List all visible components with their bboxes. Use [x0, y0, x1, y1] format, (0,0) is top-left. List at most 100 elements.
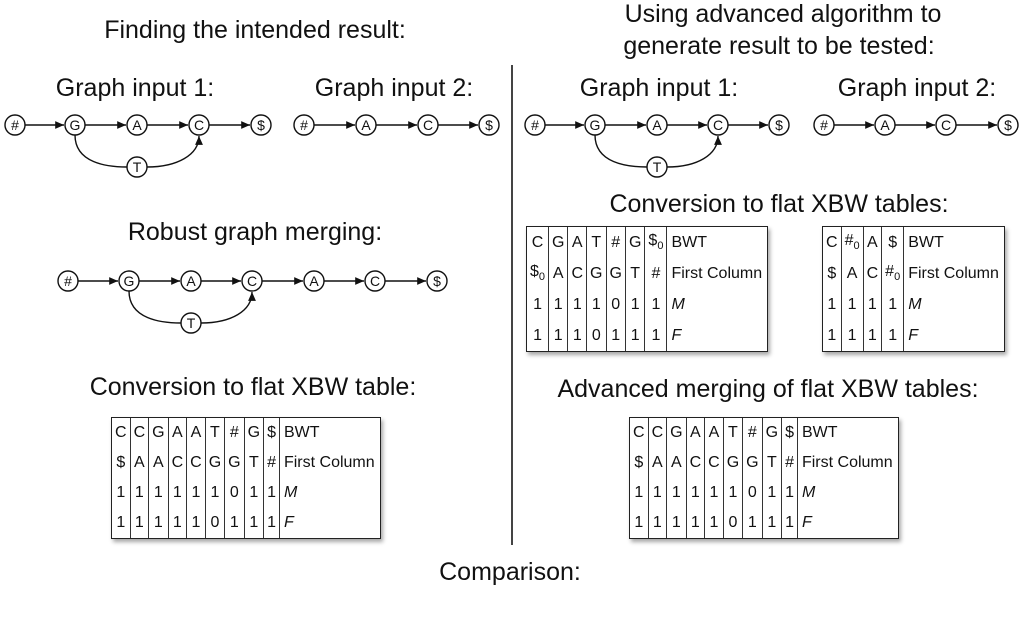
- table-cell: #: [606, 227, 626, 258]
- table-cell: $: [263, 418, 280, 448]
- graph-node: #: [57, 270, 79, 292]
- svg-text:#: #: [11, 117, 19, 133]
- left-graph2-label: Graph input 2:: [314, 74, 474, 102]
- table-cell: 1: [263, 478, 280, 508]
- row-label: M: [283, 484, 298, 501]
- svg-text:$: $: [433, 273, 441, 289]
- graph-node: A: [180, 270, 202, 292]
- branch-edge-in: [594, 134, 648, 168]
- svg-text:A: A: [186, 273, 196, 289]
- table-cell: 1: [841, 320, 864, 351]
- graph-node: $: [997, 114, 1019, 136]
- table-cell: G: [742, 448, 763, 478]
- table-cell: $0: [644, 227, 668, 258]
- table-cell: A: [841, 258, 864, 289]
- table-cell: 1: [224, 508, 245, 538]
- table-cell: 1: [168, 508, 188, 538]
- table-cell: $0: [527, 258, 550, 289]
- svg-text:#: #: [64, 273, 72, 289]
- table-cell: C: [567, 258, 588, 289]
- row-label: First Column: [908, 264, 999, 282]
- graph-node: C: [364, 270, 386, 292]
- table-cell: G: [586, 258, 607, 289]
- table-cell: 1: [567, 289, 588, 320]
- table-cell: #0: [841, 227, 864, 258]
- column-divider: [511, 65, 513, 545]
- row-label: BWT: [671, 233, 707, 251]
- table-cell: 1: [148, 478, 169, 508]
- table-cell: 1: [686, 478, 706, 508]
- table-cell: $: [881, 227, 905, 258]
- table-cell: A: [130, 448, 150, 478]
- table-cell: 1: [244, 508, 265, 538]
- table-cell: 1: [723, 478, 744, 508]
- table-cell: 1: [881, 320, 905, 351]
- table-cell: #: [263, 448, 280, 478]
- row-label: M: [671, 295, 685, 313]
- svg-text:#: #: [531, 117, 539, 133]
- table-cell: 1: [130, 508, 150, 538]
- svg-text:C: C: [423, 117, 433, 133]
- svg-text:C: C: [247, 273, 257, 289]
- table-cell: T: [205, 418, 226, 448]
- table-cell: #: [644, 258, 668, 289]
- svg-text:C: C: [194, 117, 204, 133]
- table-cell: 1: [112, 478, 131, 508]
- table-cell: #: [781, 448, 798, 478]
- table-cell: G: [666, 418, 687, 448]
- graph-node: C: [935, 114, 957, 136]
- merging-title: Robust graph merging:: [127, 218, 383, 246]
- table-cell: G: [244, 418, 265, 448]
- branch-edge-in: [128, 290, 182, 324]
- table-cell: 1: [823, 320, 842, 351]
- table-cell: #: [224, 418, 245, 448]
- table-cell: 1: [704, 478, 724, 508]
- row-label: F: [801, 514, 812, 531]
- row-label: F: [671, 326, 682, 344]
- table-cell: 0: [742, 478, 763, 508]
- table-cell: 0: [586, 320, 607, 351]
- branch-edge-in: [74, 134, 128, 168]
- row-label: BWT: [801, 424, 838, 441]
- table-cell: C: [686, 448, 706, 478]
- table-cell: C: [112, 418, 131, 448]
- row-label: BWT: [283, 424, 320, 441]
- graph-node: #: [293, 114, 315, 136]
- right-graph-input2: # A C $: [813, 114, 1019, 136]
- svg-text:A: A: [880, 117, 890, 133]
- table-cell: 1: [244, 478, 265, 508]
- graph-node: G: [64, 114, 86, 136]
- table-cell: G: [606, 258, 626, 289]
- graph-node: C: [188, 114, 210, 136]
- graph-node: G: [118, 270, 140, 292]
- graph-node: #: [813, 114, 835, 136]
- row-label: M: [801, 484, 816, 501]
- row-label: F: [908, 326, 918, 344]
- graph-node: T: [126, 156, 148, 178]
- table-cell: 1: [168, 478, 188, 508]
- graph-node: $: [426, 270, 448, 292]
- table-cell: 1: [186, 508, 206, 538]
- svg-text:C: C: [370, 273, 380, 289]
- table-cell: 1: [823, 289, 842, 320]
- svg-text:$: $: [1004, 117, 1012, 133]
- table-cell: 1: [881, 289, 905, 320]
- table-cell: 1: [863, 320, 883, 351]
- table-cell: 1: [648, 508, 668, 538]
- svg-text:$: $: [257, 117, 265, 133]
- table-cell: T: [723, 418, 744, 448]
